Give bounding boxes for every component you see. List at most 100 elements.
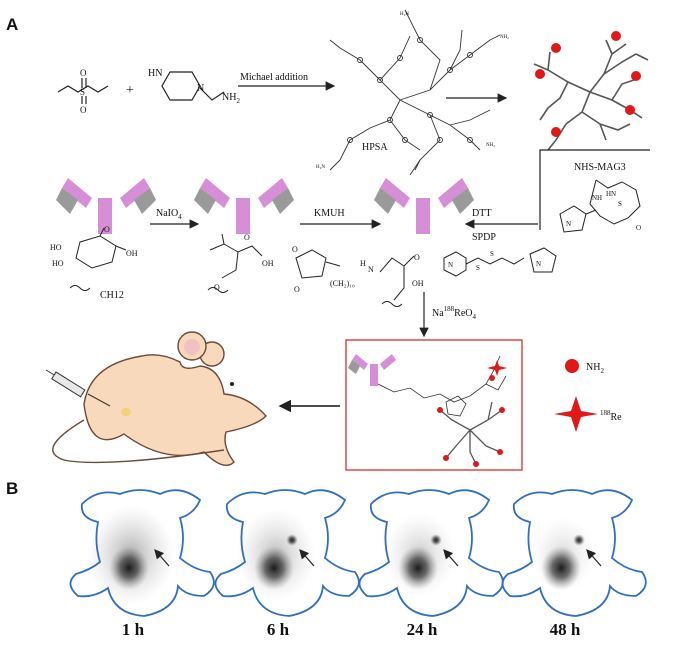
ch12-label: CH12 <box>100 290 124 301</box>
legend-nh2-label: NH2 <box>586 362 604 375</box>
panel-label-b: B <box>6 479 18 498</box>
legend-nh2-dot <box>565 359 579 373</box>
svg-text:S: S <box>476 264 480 272</box>
nh2-dot <box>625 105 635 115</box>
scan-panel <box>501 489 647 617</box>
legend-rhenium-star <box>554 396 598 432</box>
nh2-dot <box>611 31 621 41</box>
svg-text:O: O <box>80 105 87 115</box>
svg-text:OH: OH <box>412 279 424 288</box>
svg-text:N: N <box>448 261 453 269</box>
scan-tumor-spot <box>286 534 298 546</box>
scan-tumor-spot <box>430 534 442 546</box>
scan-tumor-spot <box>573 534 585 546</box>
svg-text:S: S <box>618 200 622 208</box>
scan-abdominal-uptake <box>109 546 149 590</box>
timepoint-label: 48 h <box>549 620 581 639</box>
michael-addition-label: Michael addition <box>240 72 308 83</box>
scan-abdominal-uptake <box>398 546 438 590</box>
scan-body-outline <box>358 489 504 617</box>
antibody-conjugate <box>374 178 474 234</box>
svg-text:H: H <box>360 259 366 268</box>
nh2-dot <box>489 375 495 381</box>
final-conjugate-antibody <box>348 354 396 386</box>
aminoethylpiperazine-structure: HN N NH2 <box>148 68 240 105</box>
scan-body-outline <box>214 489 360 617</box>
scan-tumor-arrow <box>299 549 315 567</box>
scan-panel <box>358 489 504 617</box>
svg-text:O: O <box>214 283 220 292</box>
svg-text:HN: HN <box>148 68 162 79</box>
final-conjugate-dendrimer <box>439 401 503 465</box>
svg-text:NH: NH <box>592 194 602 202</box>
svg-text:O: O <box>104 225 110 234</box>
nh2-dot <box>499 407 505 413</box>
syringe-icon <box>45 369 111 407</box>
svg-text:NH₂: NH₂ <box>486 143 495 148</box>
svg-text:O: O <box>636 224 641 232</box>
hpsa-dendrimer-schematic <box>533 39 649 151</box>
hpsa-polymer-structure: H₂N H₂N NH₂ NH₂ <box>316 9 509 176</box>
antibody-oxidized <box>194 178 294 234</box>
kmuh-linker-structure: O O H N O OH <box>292 245 424 307</box>
scan-abdominal-uptake <box>541 546 581 590</box>
scan-panel <box>69 489 215 617</box>
scan-tumor-arrow <box>154 549 170 567</box>
oxidized-sugar-structure: O OH O <box>207 233 274 293</box>
timepoint-label: 24 h <box>406 620 438 639</box>
scan-tumor-arrow <box>586 549 602 567</box>
scintigraphy-images <box>69 489 647 617</box>
svg-text:HO: HO <box>50 243 62 252</box>
svg-text:O: O <box>244 233 250 242</box>
chain-label: (CH₂)₁₀ <box>330 279 355 288</box>
timepoint-label: 6 h <box>266 620 290 639</box>
svg-text:HN: HN <box>606 190 616 198</box>
panel-label-a: A <box>6 15 18 34</box>
svg-text:H₂N: H₂N <box>316 165 325 170</box>
kmuh-label: KMUH <box>314 208 345 219</box>
nh2-dot <box>551 127 561 137</box>
svg-text:N: N <box>566 220 571 228</box>
nh2-dot <box>535 69 545 79</box>
scan-body-outline <box>501 489 647 617</box>
scan-panel <box>214 489 360 617</box>
svg-text:N: N <box>368 265 374 274</box>
svg-text:N: N <box>536 260 541 268</box>
nhs-mag3-label: NHS-MAG3 <box>574 162 626 173</box>
svg-text:OH: OH <box>126 249 138 258</box>
svg-text:O: O <box>80 68 87 78</box>
legend-rhenium-label: 188Re <box>600 409 622 423</box>
dtt-label: DTT <box>472 208 491 219</box>
svg-text:HO: HO <box>52 259 64 268</box>
spdp-structure: N S S N <box>443 247 557 277</box>
mag3-structure: HN NH S O N <box>559 179 641 233</box>
svg-text:O: O <box>292 245 298 254</box>
sugar-structure-ch12: O HO HO OH <box>50 225 138 291</box>
nh2-dot <box>443 455 449 461</box>
antibody-ch12 <box>56 178 156 234</box>
nh2-dot <box>551 43 561 53</box>
scan-body-outline <box>69 489 215 617</box>
svg-text:O: O <box>414 253 420 262</box>
naio4-label: NaIO4 <box>156 208 182 221</box>
timepoint-label: 1 h <box>121 620 145 639</box>
nh2-dot <box>631 71 641 81</box>
scan-abdominal-uptake <box>254 546 294 590</box>
scan-tumor-arrow <box>443 549 459 567</box>
svg-text:NH2: NH2 <box>222 92 240 105</box>
timepoint-labels: 1 h 6 h 24 h 48 h <box>0 620 692 644</box>
hpsa-label: HPSA <box>362 142 388 153</box>
mag3-bracket <box>539 149 650 230</box>
svg-text:H₂N: H₂N <box>400 12 409 17</box>
nh2-dot <box>473 461 479 467</box>
svg-text:S: S <box>80 87 85 97</box>
svg-text:O: O <box>294 285 300 294</box>
rhenium-star-small <box>487 360 507 376</box>
nh2-dot <box>437 407 443 413</box>
mouse-illustration <box>52 331 267 466</box>
divinyl-sulfone-structure: O O S <box>57 68 109 115</box>
plus-sign: + <box>126 83 134 98</box>
nareo4-label: Na188ReO4 <box>432 305 477 321</box>
svg-text:S: S <box>490 250 494 258</box>
